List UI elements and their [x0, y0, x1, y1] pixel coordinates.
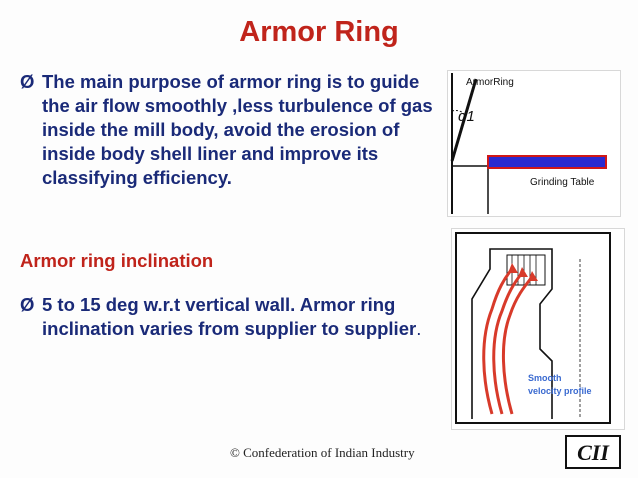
bullet-inclination-tail: . — [416, 318, 422, 339]
slide-title: Armor Ring — [239, 16, 399, 48]
footer-copyright: © Confederation of Indian Industry — [230, 445, 415, 460]
cii-logo-icon: CII — [565, 435, 621, 469]
armor-ring-line — [450, 78, 478, 162]
flow-arrow-1 — [482, 268, 514, 415]
grinding-table-label: Grinding Table — [530, 177, 595, 188]
velocity-profile-figure: Smooth velocity profile — [451, 228, 625, 430]
bullet-inclination-bold: 5 to 15 deg w.r.t vertical wall. Armor r… — [42, 294, 417, 339]
subheading-inclination: Armor ring inclination — [20, 250, 214, 271]
velocity-profile-diagram: Smooth velocity profile — [455, 232, 611, 424]
bullet-purpose-text: The main purpose of armor ring is to gui… — [42, 71, 433, 188]
bullet-inclination: Ø 5 to 15 deg w.r.t vertical wall. Armor… — [20, 293, 440, 341]
mill-body-outline — [455, 232, 611, 424]
grinding-table-shape — [487, 155, 607, 169]
angle-arc — [451, 110, 466, 116]
bullet-purpose: Ø The main purpose of armor ring is to g… — [20, 70, 440, 190]
bullet-arrow-icon: Ø — [20, 71, 35, 92]
bullet-arrow-icon: Ø — [20, 294, 35, 315]
velocity-label-line2: velocity profile — [528, 386, 592, 396]
flow-arrow-3 — [501, 276, 534, 415]
cii-logo-text: CII — [577, 440, 610, 465]
angle-label: α1 — [458, 108, 475, 125]
armor-ring-diagram: ArmorRing α1 Grinding Table — [450, 73, 607, 214]
velocity-label-line1: Smooth — [528, 373, 562, 383]
flow-arrow-2 — [492, 272, 524, 415]
bullet-inclination-text: 5 to 15 deg w.r.t vertical wall. Armor r… — [20, 293, 440, 341]
armor-ring-figure: ArmorRing α1 Grinding Table — [447, 70, 621, 217]
cii-logo: CII — [565, 435, 621, 469]
armor-ring-label: ArmorRing — [466, 77, 514, 88]
inner-housing-line — [471, 248, 553, 419]
